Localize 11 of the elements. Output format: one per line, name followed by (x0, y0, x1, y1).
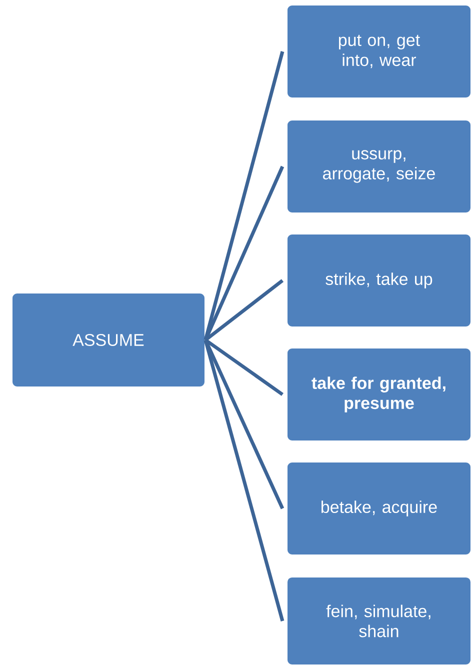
synonym-box: ussurp, arrogate, seize (286, 120, 472, 214)
synonym-box: strike, take up (286, 234, 472, 328)
synonym-box: put on, get into, wear (286, 4, 472, 98)
connector-line (204, 339, 284, 510)
synonym-box: betake, acquire (286, 462, 472, 556)
connector-line (204, 340, 284, 622)
synonym-box: take for granted, presume (286, 348, 472, 442)
connector-line (204, 166, 284, 341)
connector-line (204, 51, 284, 340)
synonym-box: fein, simulate, shain (286, 576, 472, 666)
root-box: ASSUME (12, 292, 206, 388)
